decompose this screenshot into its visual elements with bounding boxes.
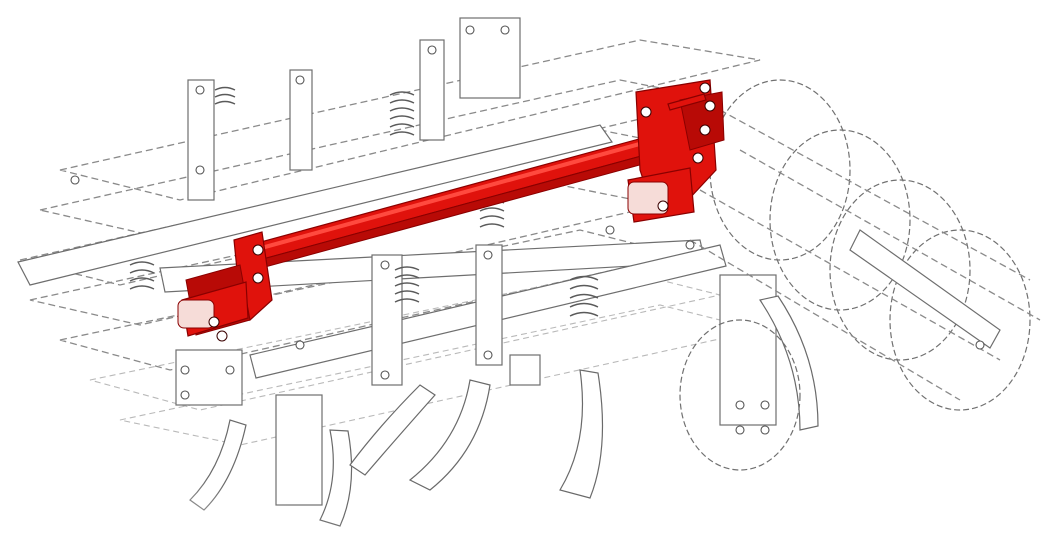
cultivator-illustration <box>0 0 1064 540</box>
edge-vignette <box>0 0 1064 540</box>
